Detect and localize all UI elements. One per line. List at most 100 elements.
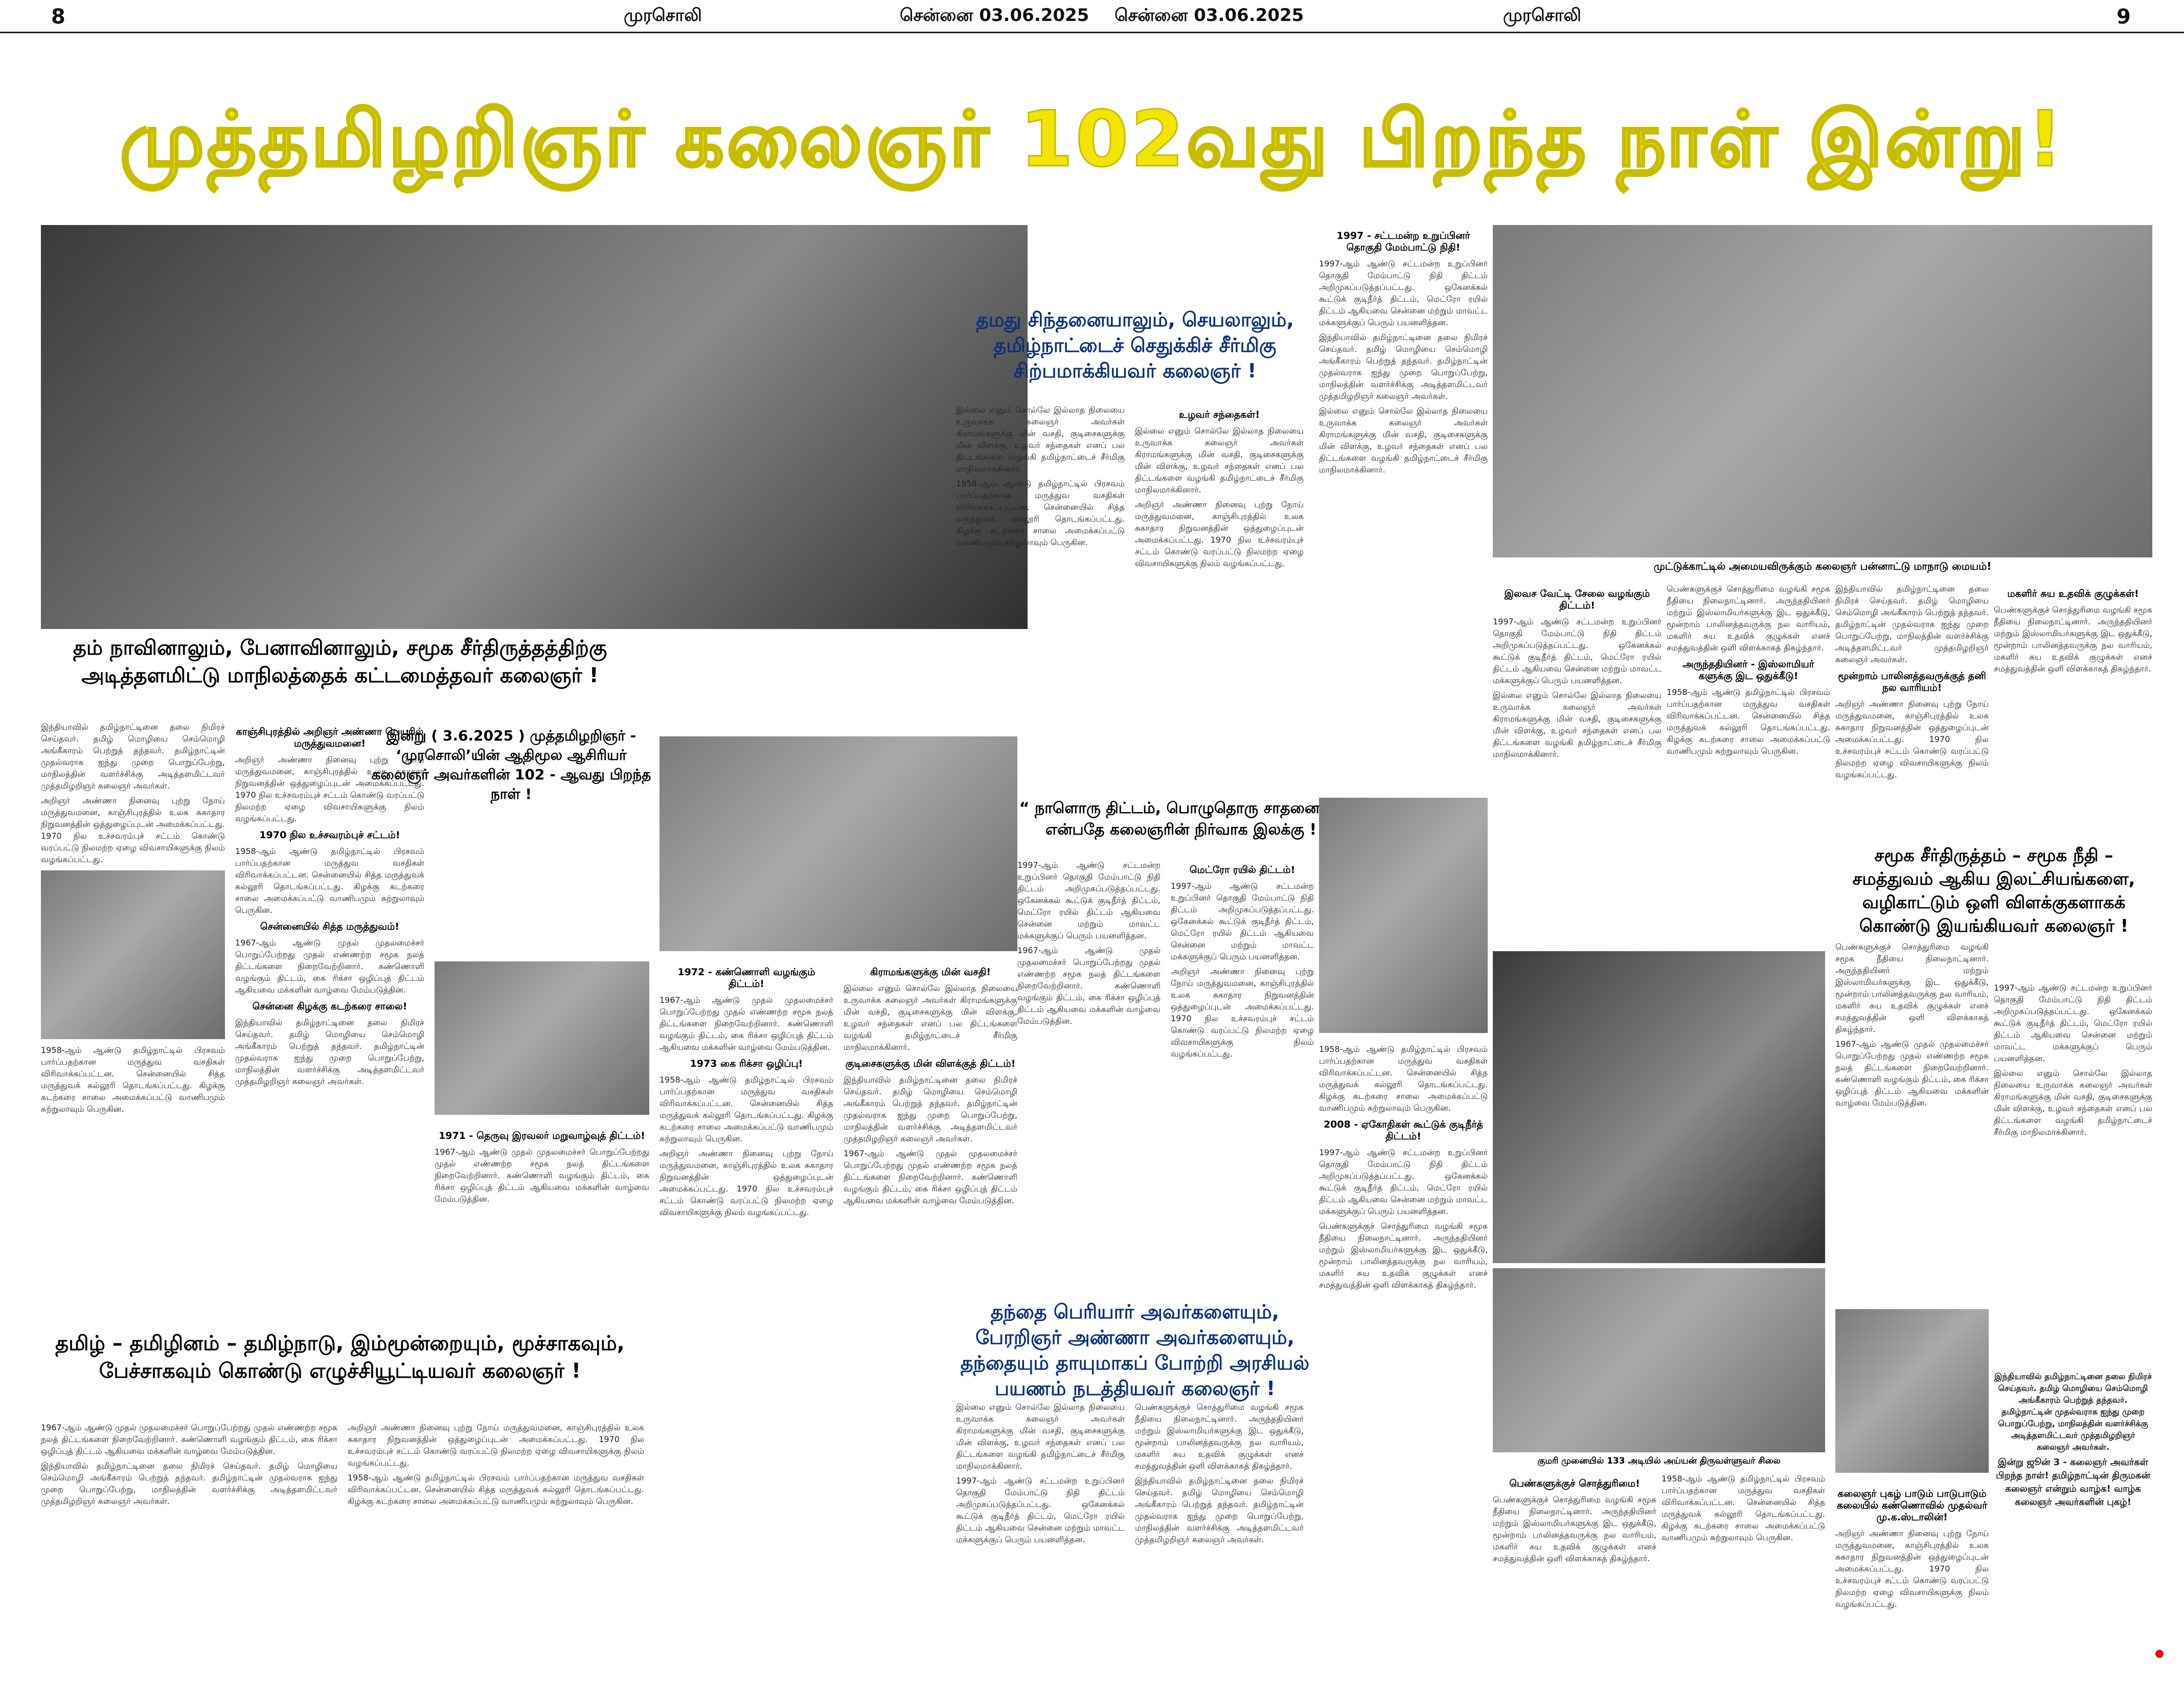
article-text: இல்லை எனும் சொல்லே இல்லாத நிலையை உருவாக்…: [956, 1402, 1125, 1471]
article-text: 1967-ஆம் ஆண்டு முதல் முதலமைச்சர் பொறுப்ப…: [1017, 946, 1161, 1026]
article-col-20: பெண்களுக்குச் சொத்துரிமை வழங்கி சமூக நீத…: [1835, 941, 1989, 1299]
article-text: 1997-ஆம் ஆண்டு சட்டமன்ற உறுப்பினர் தொகுத…: [1994, 983, 2152, 1063]
article-col-14: பெண்களுக்குச் சொத்துரிமை வழங்கி சமூக நீத…: [1135, 1401, 1304, 1662]
article-text: 1958-ஆம் ஆண்டு தமிழ்நாட்டில் பிரசவம் பார…: [1319, 1044, 1488, 1113]
article-col-24: கலைஞர் புகழ் பாடும் பாடுபாடும் கலையில் க…: [1835, 1483, 1989, 1662]
subhead: குடிசைகளுக்கு மின் விளக்குத் திட்டம்!: [845, 1058, 1016, 1069]
article-col-7: அறிஞர் அண்ணா நினைவு புற்று நோய் மருத்துவ…: [348, 1422, 644, 1662]
subhead: காஞ்சிபுரத்தில் அறிஞர் அண்ணா பெயரில் மரு…: [236, 726, 424, 749]
article-text: இன்று ஜூன் 3 - கலைஞர் அவர்கள் பிறந்த நாள…: [1995, 1457, 2151, 1508]
article-text: இல்லை எனும் சொல்லே இல்லாத நிலையை உருவாக்…: [1493, 690, 1662, 759]
headline-center-top: தமது சிந்தனையாலும், செயலாலும், தமிழ்நாட்…: [976, 308, 1294, 382]
article-col-5: கிராமங்களுக்கு மின் வசதி! இல்லை எனும் சொ…: [844, 961, 1017, 1652]
article-text: இல்லை எனும் சொல்லே இல்லாத நிலையை உருவாக்…: [1135, 426, 1304, 495]
caption-convention-centre: முட்டுக்காட்டில் அமையவிருக்கும் கலைஞர் ப…: [1653, 560, 1992, 572]
subhead: 1971 - தெருவு இரவலர் மறுவாழ்வுத் திட்டம்…: [439, 1130, 645, 1141]
subhead: கலைஞர் புகழ் பாடும் பாடுபாடும் கலையில் க…: [1836, 1488, 1988, 1523]
article-text: 1967-ஆம் ஆண்டு முதல் முதலமைச்சர் பொறுப்ப…: [844, 1149, 1017, 1205]
subhead: மெட்ரோ ரயில் திட்டம்!: [1189, 864, 1295, 875]
headline-left-top: தம் நாவினாலும், பேனாவினாலும், சமூக சீர்த…: [73, 636, 607, 687]
subhead: சென்னையில் சித்த மருத்துவம்!: [260, 921, 400, 932]
article-text: 1967-ஆம் ஆண்டு முதல் முதலமைச்சர் பொறுப்ப…: [435, 1147, 649, 1204]
article-text: 1997-ஆம் ஆண்டு சட்டமன்ற உறுப்பினர் தொகுத…: [956, 1476, 1125, 1544]
article-col-25: இந்தியாவில் தமிழ்நாட்டினை தலை நிமிரச் செ…: [1994, 1371, 2152, 1662]
article-text: இந்தியாவில் தமிழ்நாட்டினை தலை நிமிரச் செ…: [1994, 1372, 2152, 1452]
article-text: 1997-ஆம் ஆண்டு சட்டமன்ற உறுப்பினர் தொகுத…: [1493, 617, 1662, 685]
headline-right-middle: சமூக சீர்திருத்தம் – சமூக நீதி – சமத்துவ…: [1852, 845, 2135, 936]
subhead: 1973 கை ரிக்சா ஒழிப்பு!: [690, 1058, 803, 1069]
headline-left-bottom: தமிழ் – தமிழினம் – தமிழ்நாடு, இம்மூன்றைய…: [55, 1332, 625, 1383]
article-text: இந்தியாவில் தமிழ்நாட்டினை தலை நிமிரச் செ…: [1135, 1476, 1304, 1544]
photo-small-1: [41, 870, 225, 1039]
article-text: இந்தியாவில் தமிழ்நாட்டினை தலை நிமிரச் செ…: [41, 1461, 337, 1506]
article-text: 1958-ஆம் ஆண்டு தமிழ்நாட்டில் பிரசவம் பார…: [348, 1473, 644, 1506]
article-text: 1958-ஆம் ஆண்டு தமிழ்நாட்டில் பிரசவம் பார…: [659, 1075, 833, 1143]
article-col-8: இல்லை எனும் சொல்லே இல்லாத நிலையை உருவாக்…: [956, 404, 1125, 762]
article-col-4: 1972 - கண்ணொளி வழங்கும் திட்டம்! 1967-ஆம…: [659, 961, 833, 1652]
photo-convention-centre: [1493, 225, 2152, 557]
subhead: 2008 - ஏகோதிகள் கூட்டுக் குடிநீர்த் திட்…: [1323, 1119, 1484, 1142]
article-text: இல்லை எனும் சொல்லே இல்லாத நிலையை உருவாக்…: [956, 405, 1125, 474]
article-text: அறிஞர் அண்ணா நினைவு புற்று நோய் மருத்துவ…: [235, 755, 424, 823]
article-text: அறிஞர் அண்ணா நினைவு புற்று நோய் மருத்துவ…: [41, 796, 225, 864]
article-col-18: இந்தியாவில் தமிழ்நாட்டினை தலை நிமிரச் செ…: [1835, 583, 1989, 839]
article-text: பெண்களுக்குச் சொத்துரிமை வழங்கி சமூக நீத…: [1319, 1221, 1488, 1290]
subhead: அருந்ததியினர் - இஸ்லாமியர் களுக்கு இட ஒத…: [1682, 659, 1814, 682]
headline-center-quote: “ நாளொரு திட்டம், பொழுதொரு சாதனை” – என்ப…: [1019, 799, 1343, 839]
article-text: இந்தியாவில் தமிழ்நாட்டினை தலை நிமிரச் செ…: [844, 1075, 1017, 1143]
article-text: இல்லை எனும் சொல்லே இல்லாத நிலையை உருவாக்…: [1319, 406, 1488, 475]
banner-title: முத்தமிழறிஞர் கலைஞர் 102வது பிறந்த நாள் …: [119, 95, 2065, 185]
article-text: 1997-ஆம் ஆண்டு சட்டமன்ற உறுப்பினர் தொகுத…: [1319, 259, 1488, 327]
subhead: கிராமங்களுக்கு மின் வசதி!: [870, 967, 991, 978]
subhead: 1997 - சட்டமன்ற உறுப்பினர் தொகுதி மேம்பா…: [1336, 230, 1470, 253]
subhead: இலவச வேட்டி சேலை வழங்கும் திட்டம்!: [1504, 588, 1650, 611]
article-col-23: 1958-ஆம் ஆண்டு தமிழ்நாட்டில் பிரசவம் பார…: [1662, 1473, 1825, 1662]
article-text: அறிஞர் அண்ணா நினைவு புற்று நோய் மருத்துவ…: [1135, 500, 1304, 568]
subhead: 1972 - கண்ணொளி வழங்கும் திட்டம்!: [677, 967, 815, 990]
subhead: மூன்றாம் பாலினத்தவருக்குத் தனி நல வாரியம…: [1838, 670, 1986, 693]
headline-feature-side: இன்று ( 3.6.2025 ) முத்தமிழறிஞர் - ‘முரச…: [371, 727, 651, 802]
article-text: 1967-ஆம் ஆண்டு முதல் முதலமைச்சர் பொறுப்ப…: [41, 1423, 337, 1456]
article-text: 1967-ஆம் ஆண்டு முதல் முதலமைச்சர் பொறுப்ப…: [1835, 1039, 1989, 1108]
article-text: பெண்களுக்குச் சொத்துரிமை வழங்கி சமூக நீத…: [1667, 584, 1830, 653]
article-text: அறிஞர் அண்ணா நினைவு புற்று நோய் மருத்துவ…: [1171, 967, 1314, 1059]
article-col-21: 1997-ஆம் ஆண்டு சட்டமன்ற உறுப்பினர் தொகுத…: [1994, 982, 2152, 1360]
left-page-number: 8: [51, 5, 65, 29]
photo-portrait-left: [659, 736, 1017, 951]
left-date: சென்னை 03.06.2025: [900, 5, 1089, 26]
article-col-10: 1997 - சட்டமன்ற உறுப்பினர் தொகுதி மேம்பா…: [1319, 225, 1488, 788]
red-dot-marker: [2155, 1650, 2164, 1658]
article-col-22: பெண்களுக்குச் சொத்துரிமை! பெண்களுக்குச் …: [1493, 1473, 1656, 1662]
article-text: இந்தியாவில் தமிழ்நாட்டினை தலை நிமிரச் செ…: [41, 722, 225, 791]
left-paper-name: முரசொலி: [624, 5, 702, 26]
article-col-19: மகளிர் சுய உதவிக் குழுக்கள்! பெண்களுக்கு…: [1994, 583, 2152, 972]
article-text: அறிஞர் அண்ணா நினைவு புற்று நோய் மருத்துவ…: [659, 1149, 833, 1217]
article-text: இல்லை எனும் சொல்லே இல்லாத நிலையை உருவாக்…: [1994, 1068, 2152, 1137]
article-col-13: இல்லை எனும் சொல்லே இல்லாத நிலையை உருவாக்…: [956, 1401, 1125, 1662]
article-text: அறிஞர் அண்ணா நினைவு புற்று நோய் மருத்துவ…: [348, 1423, 644, 1468]
article-text: 1958-ஆம் ஆண்டு தமிழ்நாட்டில் பிரசவம் பார…: [1662, 1474, 1825, 1542]
subhead: 1970 நில உச்சவரம்புச் சட்டம்!: [259, 829, 400, 841]
article-text: பெண்களுக்குச் சொத்துரிமை வழங்கி சமூக நீத…: [1835, 942, 1989, 1034]
article-col-12: மெட்ரோ ரயில் திட்டம்! 1997-ஆம் ஆண்டு சட்…: [1171, 859, 1314, 1217]
article-text: 1967-ஆம் ஆண்டு முதல் முதலமைச்சர் பொறுப்ப…: [235, 938, 424, 995]
article-text: பெண்களுக்குச் சொத்துரிமை வழங்கி சமூக நீத…: [1135, 1402, 1304, 1471]
photo-thiruvalluvar-statue: [1493, 1268, 1825, 1452]
subhead: மகளிர் சுய உதவிக் குழுக்கள்!: [2007, 588, 2139, 599]
photo-small-3: [1835, 1309, 1989, 1473]
article-col-1: இந்தியாவில் தமிழ்நாட்டினை தலை நிமிரச் செ…: [41, 721, 225, 1314]
article-text: 1958-ஆம் ஆண்டு தமிழ்நாட்டில் பிரசவம் பார…: [235, 846, 424, 915]
article-text: பெண்களுக்குச் சொத்துரிமை வழங்கி சமூக நீத…: [1493, 1495, 1656, 1563]
article-text: 1967-ஆம் ஆண்டு முதல் முதலமைச்சர் பொறுப்ப…: [659, 995, 833, 1052]
article-col-2: காஞ்சிபுரத்தில் அறிஞர் அண்ணா பெயரில் மரு…: [235, 721, 424, 1314]
article-text: 1958-ஆம் ஆண்டு தமிழ்நாட்டில் பிரசவம் பார…: [956, 479, 1125, 547]
right-page-number: 9: [2117, 5, 2131, 29]
article-text: அறிஞர் அண்ணா நினைவு புற்று நோய் மருத்துவ…: [1835, 699, 1989, 779]
article-text: இல்லை எனும் சொல்லே இல்லாத நிலையை உருவாக்…: [844, 983, 1017, 1052]
right-date: சென்னை 03.06.2025: [1114, 5, 1304, 26]
article-text: பெண்களுக்குச் சொத்துரிமை வழங்கி சமூக நீத…: [1994, 605, 2152, 673]
photo-kalaignar-writing: [1493, 951, 1825, 1263]
caption-thiruvalluvar-statue: குமரி முனையில் 133 அடியில் அய்யன் திருவள…: [1537, 1456, 1781, 1466]
article-col-11: 1997-ஆம் ஆண்டு சட்டமன்ற உறுப்பினர் தொகுத…: [1017, 859, 1161, 1217]
article-text: இந்தியாவில் தமிழ்நாட்டினை தலை நிமிரச் செ…: [235, 1018, 424, 1086]
